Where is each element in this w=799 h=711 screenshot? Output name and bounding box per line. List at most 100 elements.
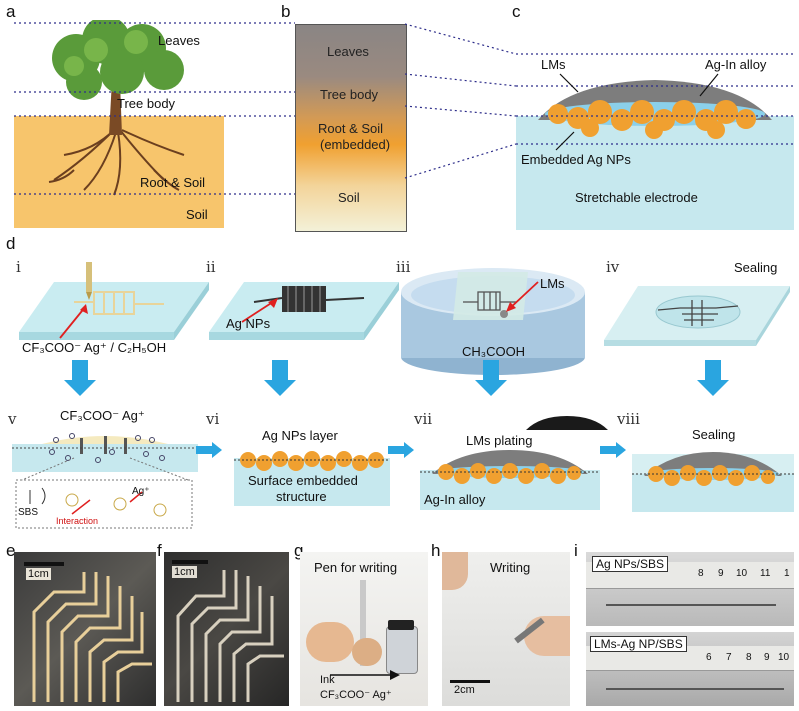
step-iii-arrow	[506, 281, 539, 312]
step-vi-structure-label-2: structure	[276, 489, 327, 504]
connector-lines	[14, 22, 794, 195]
step-v-ag-label: Ag⁺	[132, 486, 150, 497]
panel-f-scale-bar	[172, 560, 208, 564]
panel-e-scale-bar	[24, 562, 64, 566]
ruler-top-tick-3: 10	[736, 568, 748, 579]
panel-label-a: a	[6, 2, 16, 21]
panel-b-root-soil-label: Root & Soil	[318, 121, 384, 136]
step-viii-label: Sealing	[692, 427, 736, 442]
ruler-top-tick-4: 11	[760, 568, 771, 579]
panel-a-root-soil-label: Root & Soil	[140, 175, 206, 190]
panel-h-title: Writing	[490, 560, 531, 575]
wire-bottom	[606, 688, 784, 690]
tree-illustration	[48, 20, 185, 196]
panel-label-e: e	[6, 541, 16, 560]
panel-b-tree-body-label: Tree body	[320, 87, 379, 102]
wire-top	[606, 604, 776, 606]
panel-g-photo: Pen for writing Ink CF₃COO⁻ Ag⁺	[300, 552, 428, 706]
panel-e-circuit	[32, 572, 152, 702]
panel-c-droplet	[538, 80, 772, 139]
right-arrows	[196, 442, 626, 458]
step-v-label: CF₃COO⁻ Ag⁺	[60, 408, 145, 423]
panel-g-title: Pen for writing	[314, 560, 398, 575]
panel-g-ink-formula: CF₃COO⁻ Ag⁺	[320, 689, 392, 701]
panel-b-column	[295, 24, 407, 232]
step-iv-label: Sealing	[734, 260, 778, 275]
panel-label-f: f	[157, 541, 162, 560]
panel-h-photo: Writing 2cm	[442, 552, 570, 706]
panel-e-photo: 1cm	[14, 552, 156, 706]
step-viii: viii	[617, 410, 640, 428]
panel-c-lms-label: LMs	[541, 57, 566, 72]
panel-h-scale-bar	[450, 680, 490, 683]
step-v: v	[8, 410, 17, 428]
writing-hand	[524, 616, 570, 656]
panel-i-bottom-label: LMs-Ag NP/SBS	[590, 636, 687, 652]
panel-label-h: h	[431, 541, 441, 560]
panel-h-scale-label: 2cm	[454, 684, 475, 696]
panel-f-circuit	[176, 570, 284, 702]
step-ii: ii	[206, 258, 216, 276]
panel-g-arrow	[330, 670, 400, 680]
panel-f-photo: 1cm	[164, 552, 289, 706]
step-iii-acid-label: CH₃COOH	[462, 344, 526, 359]
panel-b-leaves-label: Leaves	[327, 44, 369, 59]
panel-b-soil-label: Soil	[338, 190, 360, 205]
panel-e-scale-label: 1cm	[26, 568, 51, 580]
panel-label-b: b	[281, 2, 291, 21]
panel-c-embedded-label: Embedded Ag NPs	[521, 152, 631, 167]
step-i: i	[16, 258, 21, 276]
panel-g-ink-label: Ink	[320, 674, 335, 686]
panel-label-i: i	[574, 541, 578, 560]
step-vii-diagram	[420, 450, 600, 510]
step-iii: iii	[396, 258, 411, 276]
step-ii-substrate	[209, 282, 399, 340]
step-viii-diagram	[632, 452, 794, 512]
vial-cap	[388, 620, 414, 630]
step-i-label: CF₃COO⁻ Ag⁺ / C₂H₅OH	[22, 340, 167, 355]
panel-label-d: d	[6, 234, 16, 253]
step-vi: vi	[206, 410, 220, 428]
panel-i-photo-top: 8 9 10 11 1 Ag NPs/SBS	[586, 552, 794, 626]
step-v-interaction-label: Interaction	[56, 516, 99, 526]
panel-b-embedded-label: (embedded)	[320, 137, 391, 152]
step-ii-label: Ag NPs	[226, 316, 271, 331]
hand-top	[442, 552, 468, 590]
pen-body	[360, 580, 366, 666]
step-vii-alloy-label: Ag-In alloy	[424, 492, 486, 507]
ruler-top-tick-1: 8	[698, 568, 704, 579]
step-v-sbs-label: SBS	[18, 507, 39, 518]
down-arrows	[64, 360, 729, 396]
panel-label-g: g	[294, 541, 304, 560]
ruler-bottom-tick-3: 8	[746, 652, 752, 663]
step-vi-diagram	[234, 451, 390, 506]
finger-right	[352, 638, 382, 666]
ruler-bottom-tick-2: 7	[726, 652, 732, 663]
ruler-top-tick-5: 1	[784, 568, 790, 579]
panel-a-leaves-label: Leaves	[158, 33, 200, 48]
step-vii-inset-droplet	[522, 412, 612, 432]
step-iv-substrate	[604, 286, 790, 346]
panel-i-photo-bottom: 6 7 8 9 10 LMs-Ag NP/SBS	[586, 632, 794, 706]
step-vii: vii	[414, 410, 433, 428]
panel-f-scale-label: 1cm	[172, 566, 197, 578]
step-i-arrow	[59, 304, 88, 339]
step-ii-arrow	[241, 298, 278, 323]
ruler-bottom-tick-1: 6	[706, 652, 712, 663]
panel-c-electrode-label: Stretchable electrode	[575, 190, 698, 205]
panel-c-ag-in-label: Ag-In alloy	[705, 57, 767, 72]
panel-i-top-label: Ag NPs/SBS	[592, 556, 669, 572]
panel-a-soil-label: Soil	[186, 207, 208, 222]
step-iii-lms-label: LMs	[540, 276, 565, 291]
step-vi-structure-label-1: Surface embedded	[248, 473, 358, 488]
panel-label-c: c	[512, 2, 521, 21]
step-iv: iv	[606, 258, 620, 276]
finger-left	[306, 622, 354, 662]
step-vi-layer-label: Ag NPs layer	[262, 428, 338, 443]
ruler-top-tick-2: 9	[718, 568, 724, 579]
step-i-substrate	[19, 262, 209, 340]
ink-vial	[386, 626, 418, 674]
panel-a-tree-body-label: Tree body	[117, 96, 176, 111]
ruler-bottom-tick-5: 10	[778, 652, 790, 663]
step-vii-plating-label: LMs plating	[466, 433, 533, 448]
